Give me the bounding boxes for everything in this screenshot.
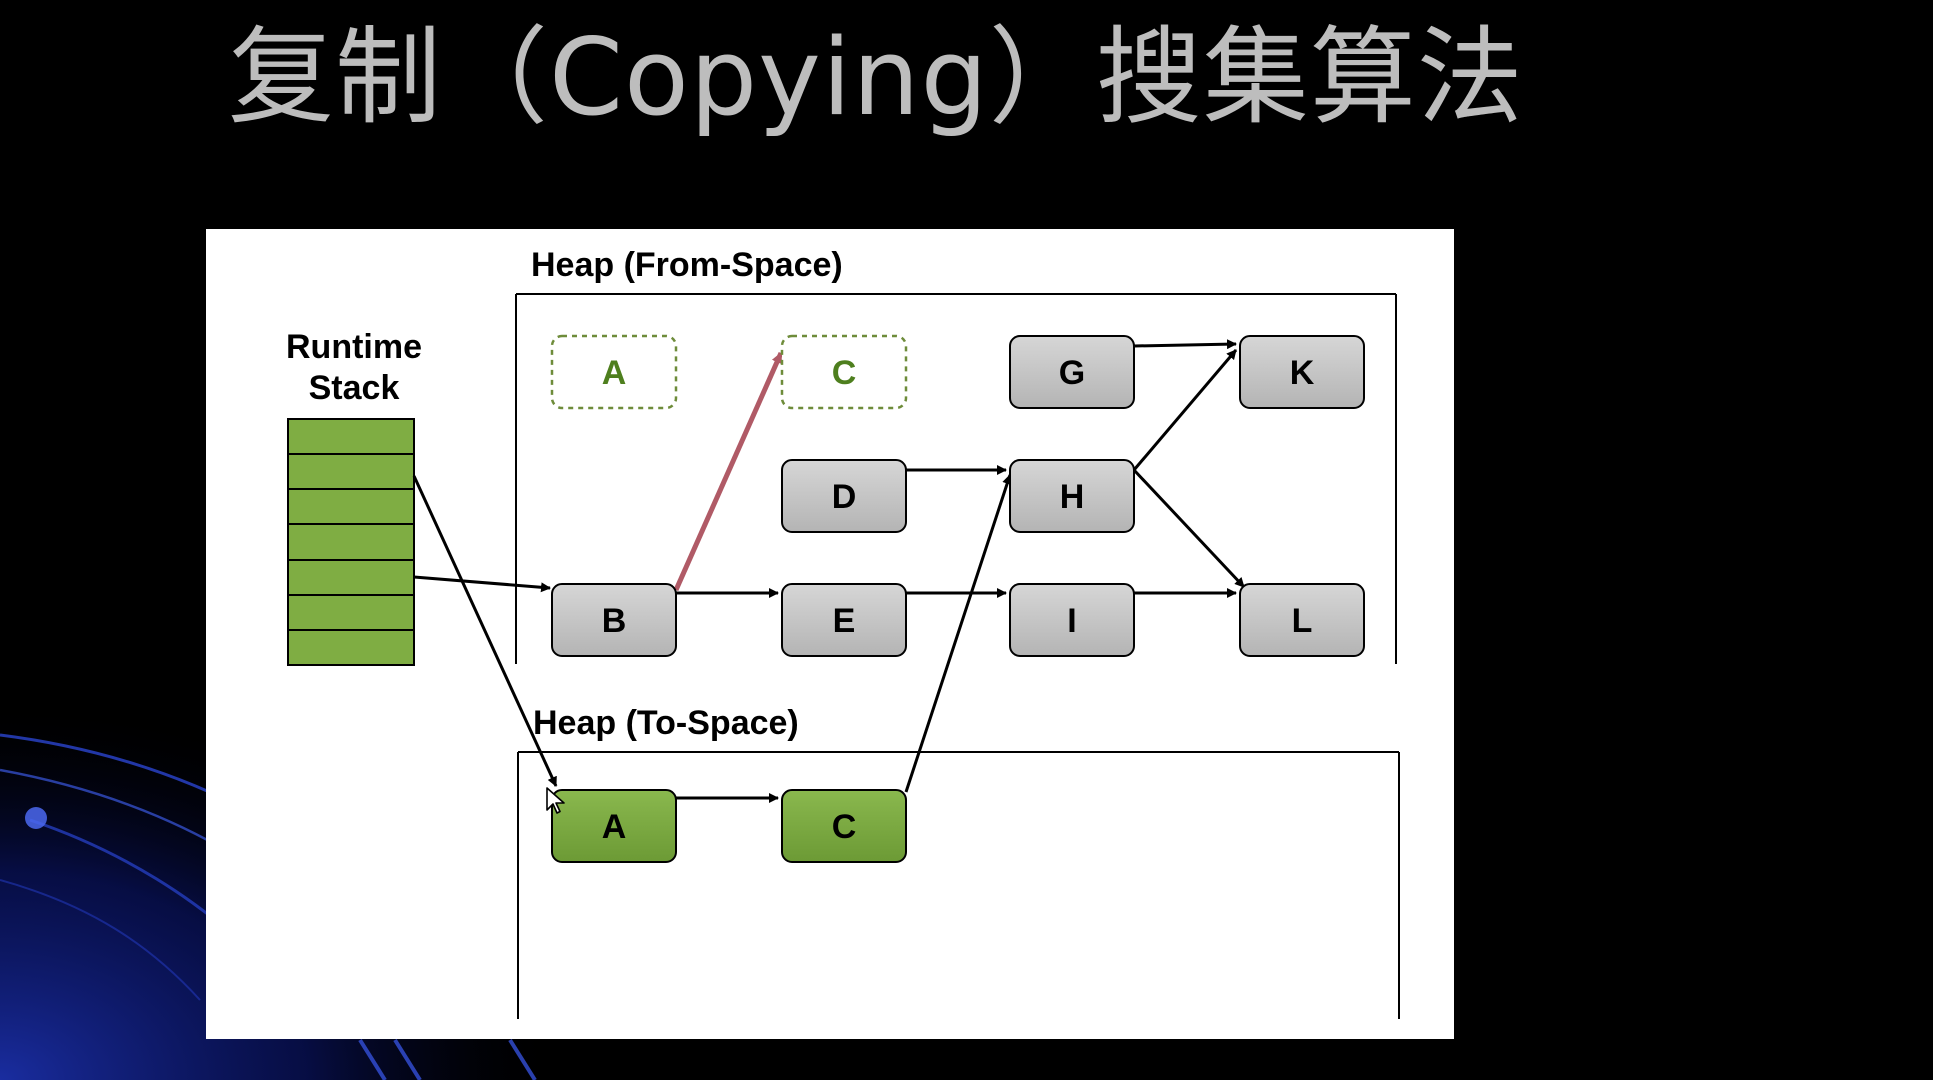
arrow-h-to-k (1132, 349, 1238, 471)
stack-label-line1: Runtime (286, 328, 422, 366)
from-space-label: Heap (From-Space) (531, 246, 843, 284)
node-g-label: G (1059, 354, 1085, 392)
node-g: G (1009, 335, 1135, 409)
copying-gc-diagram: Heap (From-Space) Heap (To-Space) Runtim… (286, 246, 1400, 1019)
runtime-stack (287, 418, 415, 666)
node-a-forwarded-label: A (602, 354, 627, 392)
node-e-label: E (833, 602, 856, 640)
node-c-copied: C (781, 789, 907, 863)
diagram-figure: Heap (From-Space) Heap (To-Space) Runtim… (206, 229, 1454, 1039)
node-d-label: D (832, 478, 857, 516)
arrow-h-to-l (1132, 468, 1246, 589)
to-space-frame (517, 751, 1400, 1019)
node-b: B (551, 583, 677, 657)
arrow-g-to-k (1133, 339, 1237, 350)
node-l-label: L (1292, 602, 1313, 640)
to-space-label: Heap (To-Space) (533, 704, 799, 742)
node-d: D (781, 459, 907, 533)
node-e: E (781, 583, 907, 657)
pointers (412, 339, 1246, 803)
slide-title: 复制（Copying）搜集算法 (228, 16, 1524, 139)
stack-label-line2: Stack (309, 369, 400, 407)
arrow-c-new-to-h (904, 474, 1012, 793)
node-i: I (1009, 583, 1135, 657)
node-l: L (1239, 583, 1365, 657)
forwarding-arrow-b-to-c (673, 351, 784, 592)
node-h-label: H (1060, 478, 1085, 516)
node-c-copied-label: C (832, 808, 857, 846)
node-a-forwarded: A (550, 334, 678, 410)
node-a-copied: A (551, 789, 677, 863)
arrow-stack-to-b (413, 575, 551, 593)
node-h: H (1009, 459, 1135, 533)
from-space-frame (515, 293, 1397, 664)
node-b-label: B (602, 602, 627, 640)
arrow-stack-to-a-new (412, 475, 558, 787)
node-a-copied-label: A (602, 808, 627, 846)
mouse-cursor-icon (546, 787, 565, 814)
node-k: K (1239, 335, 1365, 409)
node-i-label: I (1067, 602, 1076, 640)
node-c-forwarded-label: C (832, 354, 857, 392)
node-c-forwarded: C (780, 334, 908, 410)
node-k-label: K (1290, 354, 1315, 392)
